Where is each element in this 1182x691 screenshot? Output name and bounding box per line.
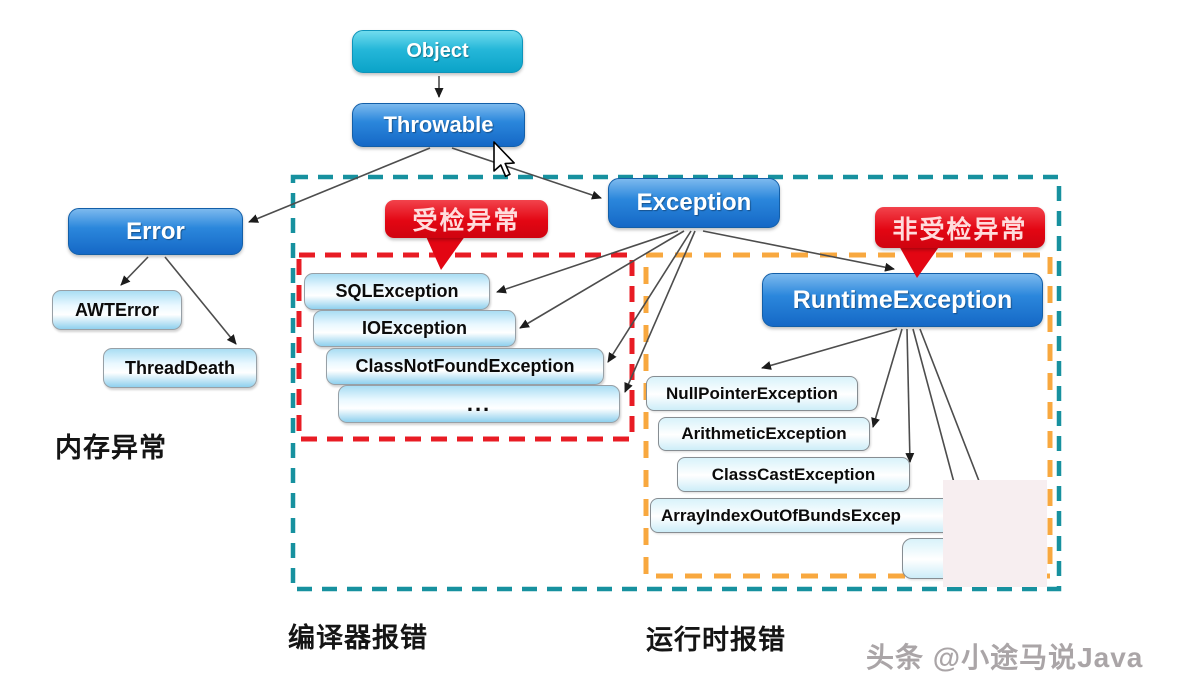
- node-exception: Exception: [608, 178, 780, 228]
- checked-exception-callout: 受检异常: [385, 200, 548, 238]
- caption-runtime-error: 运行时报错: [646, 625, 786, 655]
- caption-compiler-error: 编译器报错: [288, 623, 428, 653]
- unchecked-exception-callout: 非受检异常: [875, 207, 1045, 248]
- node-array-index-exception: ArrayIndexOutOfBundsExcep: [650, 498, 968, 533]
- obscured-patch: [943, 480, 1047, 587]
- caption-memory-exception: 内存异常: [55, 433, 167, 463]
- node-class-not-found-exception: ClassNotFoundException: [326, 348, 604, 385]
- node-object: Object: [352, 30, 523, 73]
- node-runtime-exception: RuntimeException: [762, 273, 1043, 327]
- node-sql-exception: SQLException: [304, 273, 490, 310]
- node-arithmetic-exception: ArithmeticException: [658, 417, 870, 451]
- node-null-pointer-exception: NullPointerException: [646, 376, 858, 411]
- node-class-cast-exception: ClassCastException: [677, 457, 910, 492]
- node-throwable: Throwable: [352, 103, 525, 147]
- node-awt-error: AWTError: [52, 290, 182, 330]
- node-thread-death: ThreadDeath: [103, 348, 257, 388]
- node-io-exception: IOException: [313, 310, 516, 347]
- watermark-text: 头条 @小途马说Java: [866, 642, 1144, 673]
- node-checked-ellipsis: ...: [338, 385, 620, 423]
- node-error: Error: [68, 208, 243, 255]
